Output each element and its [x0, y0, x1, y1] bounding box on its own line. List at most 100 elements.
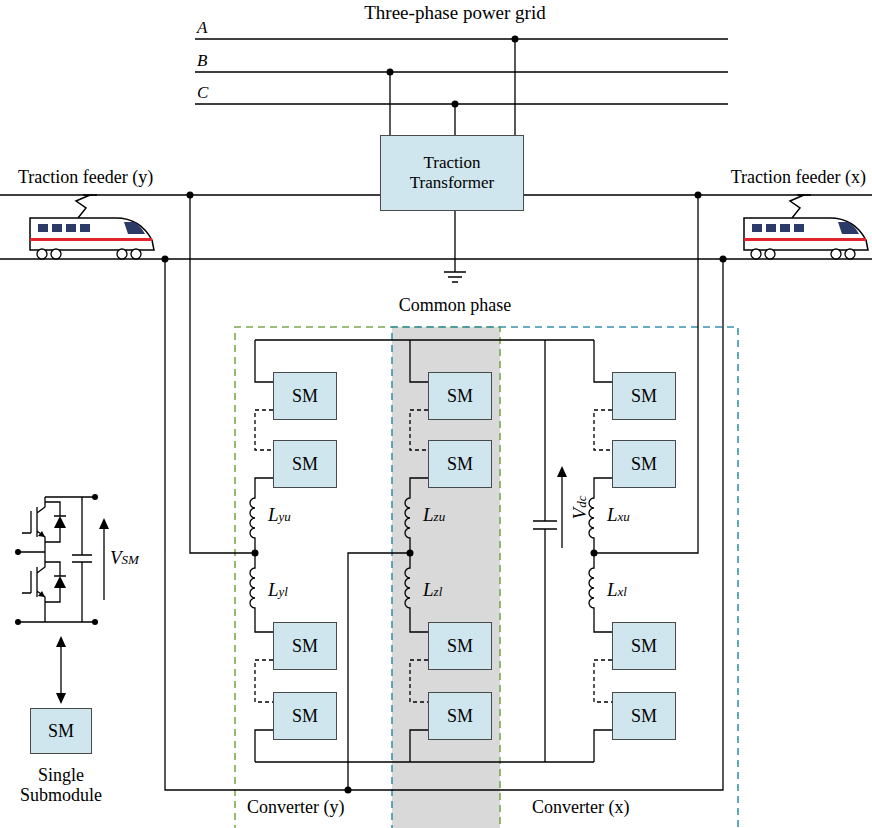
arrow-head — [557, 466, 567, 477]
ground-symbol — [444, 211, 466, 282]
pantograph — [790, 195, 811, 218]
train-windshield — [124, 222, 145, 234]
text-label: Traction feeder (y) — [18, 168, 153, 188]
submodule-capacitor — [72, 497, 92, 622]
symbol-label: Lxl — [607, 580, 627, 601]
node-text: SM — [631, 454, 657, 475]
train-body — [30, 218, 154, 250]
train-wheel — [51, 249, 61, 259]
terminal-dot — [15, 619, 21, 625]
grid-taps — [390, 39, 515, 135]
junction-dot — [512, 36, 519, 43]
train-windshield — [838, 222, 859, 234]
text-label: Traction feeder (x) — [731, 168, 866, 188]
train-window — [794, 224, 804, 232]
submodule-box: SM — [612, 372, 676, 420]
train-window — [752, 224, 762, 232]
node-text: SM — [447, 454, 473, 475]
submodule-circuit — [18, 497, 104, 694]
node-text: SM — [292, 706, 318, 727]
transformer-box: Traction Transformer — [380, 135, 524, 211]
node-text: SM — [631, 706, 657, 727]
train-wheel — [117, 249, 127, 259]
voltage-arrow — [103, 528, 104, 600]
node-text: SM — [292, 386, 318, 407]
text-label: Converter (y) — [247, 798, 344, 818]
junction-dot — [387, 69, 394, 76]
arrow-head — [99, 518, 109, 529]
terminal-dot — [92, 494, 98, 500]
train-body — [744, 218, 868, 250]
node-text: SM — [447, 706, 473, 727]
junction-dot — [162, 256, 169, 263]
rail-line — [0, 258, 872, 259]
emitter-arrow — [38, 531, 45, 537]
emitter-arrow — [38, 591, 45, 597]
converter-x-outline — [392, 327, 738, 828]
train-icon — [744, 195, 868, 259]
train-wheel — [37, 249, 47, 259]
node-text: SM — [447, 636, 473, 657]
terminal-dot — [92, 619, 98, 625]
submodule-box: SM — [612, 440, 676, 488]
node-text: SM — [48, 721, 74, 742]
dashed-connection — [410, 410, 428, 450]
text-label: A — [197, 19, 207, 38]
node-text: SM — [631, 636, 657, 657]
text-label: Converter (x) — [532, 798, 629, 818]
submodule-rails — [18, 497, 95, 622]
double-arrow — [60, 646, 61, 694]
node-text: SM — [292, 454, 318, 475]
text-label: B — [197, 52, 207, 71]
text-label: Three-phase power grid — [364, 3, 545, 24]
junction-dot — [345, 787, 352, 794]
node-text: SM — [292, 636, 318, 657]
node-text: Traction Transformer — [387, 153, 517, 192]
text-label: C — [197, 84, 208, 103]
junction-dot — [720, 256, 727, 263]
dc-capacitor — [533, 340, 557, 762]
train-icon — [30, 195, 154, 259]
symbol-label: Lyl — [268, 580, 288, 601]
pantograph — [76, 195, 97, 218]
node-text: SM — [447, 386, 473, 407]
train-wheel — [845, 249, 855, 259]
junction-dot — [695, 192, 702, 199]
diode-symbol — [54, 576, 66, 588]
submodule-box: SM — [30, 708, 92, 754]
arm-wiring — [405, 340, 428, 762]
dashed-connection — [255, 660, 273, 702]
arm-wiring — [250, 340, 273, 762]
arm-wiring — [589, 340, 612, 762]
node-text: SM — [631, 386, 657, 407]
symbol-label: Lyu — [268, 505, 291, 526]
submodule-box: SM — [428, 622, 492, 670]
dashed-connection — [255, 410, 273, 450]
submodule-box: SM — [273, 372, 337, 420]
voltage-arrow — [561, 476, 562, 548]
train-wheel — [765, 249, 775, 259]
junction-dot — [187, 192, 194, 199]
submodule-box: SM — [273, 622, 337, 670]
submodule-box: SM — [428, 440, 492, 488]
submodule-box: SM — [428, 372, 492, 420]
feeder-wiring — [165, 195, 723, 790]
train-window — [766, 224, 776, 232]
terminal-dot — [15, 549, 21, 555]
train-wheel — [751, 249, 761, 259]
symbol-label: VSM — [110, 548, 139, 569]
train-stripe — [744, 238, 866, 241]
junction-dot — [407, 550, 414, 557]
submodule-box: SM — [273, 440, 337, 488]
igbt-leg — [37, 497, 45, 622]
submodule-box: SM — [273, 692, 337, 740]
symbol-label: Vdc — [570, 495, 591, 519]
submodule-box: SM — [612, 692, 676, 740]
dc-bus — [255, 340, 594, 762]
dashed-connection — [594, 410, 612, 450]
diode-symbol — [54, 516, 66, 528]
train-wheel — [131, 249, 141, 259]
shared-leg-band — [392, 327, 500, 828]
text-label: Single Submodule — [15, 766, 107, 806]
